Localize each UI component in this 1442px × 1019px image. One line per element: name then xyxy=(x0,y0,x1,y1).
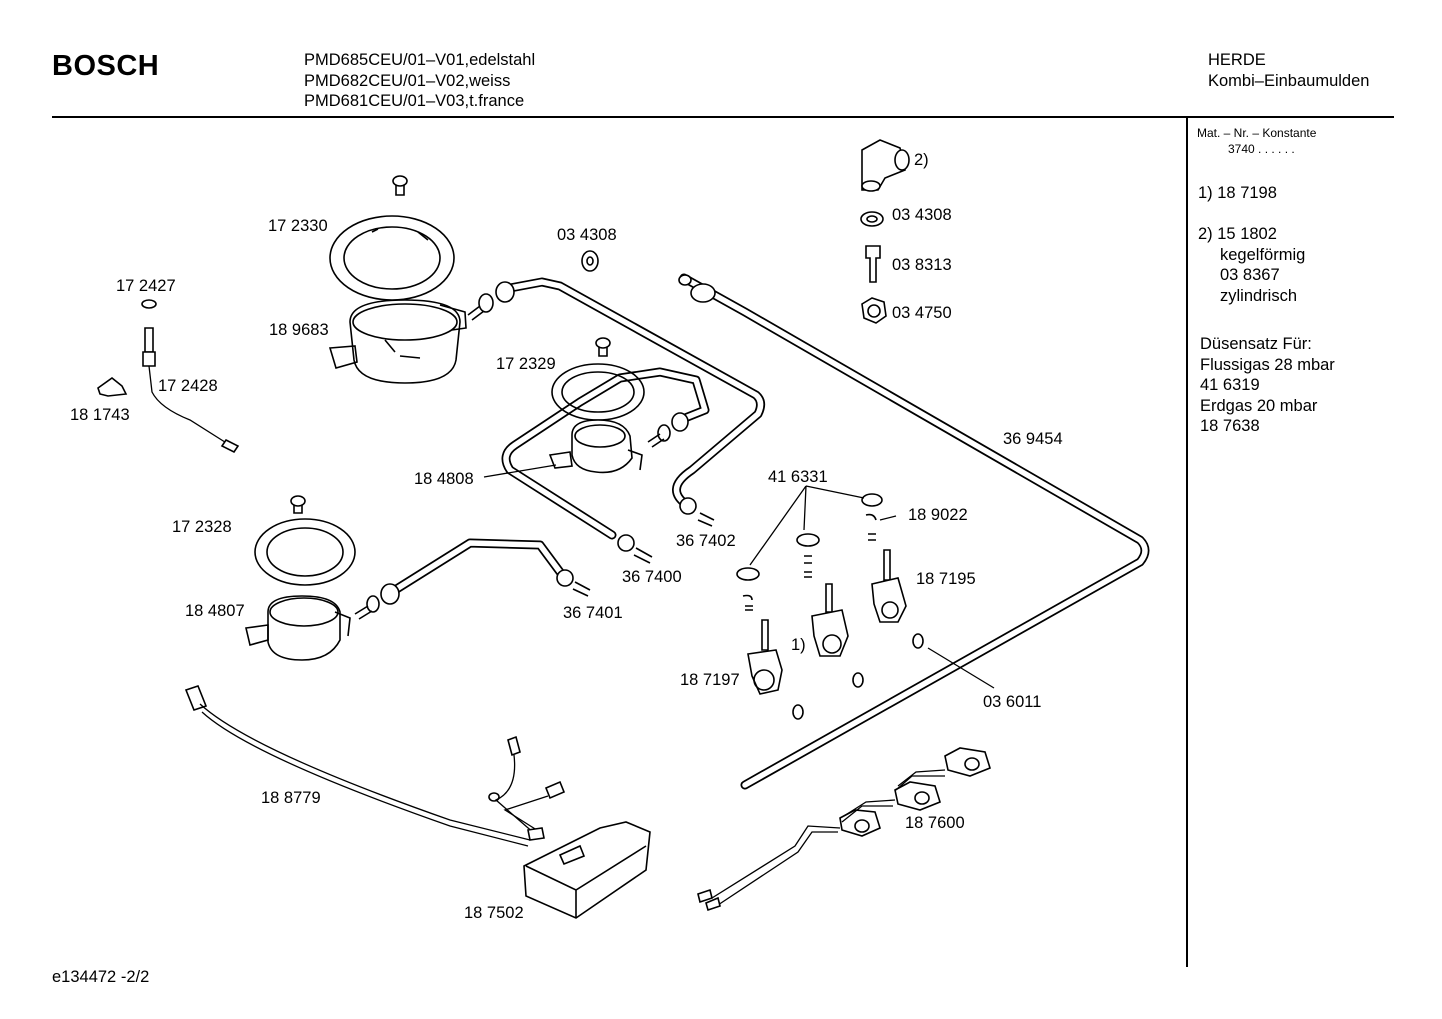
label-18-1743: 18 1743 xyxy=(70,406,130,424)
drawing-reference: e134472 -2/2 xyxy=(52,968,150,986)
label-36-7401: 36 7401 xyxy=(563,604,623,622)
gas-valve-middle xyxy=(796,533,849,657)
note-2-line: zylindrisch xyxy=(1220,286,1298,305)
burner-rear-left xyxy=(328,175,467,384)
ignition-electrode xyxy=(97,299,240,454)
nozzle-line: 18 7638 xyxy=(1200,417,1260,435)
gas-line-front-left xyxy=(467,277,766,527)
label-valve-1: 1) xyxy=(791,636,806,654)
label-03-4750: 03 4750 xyxy=(892,304,952,322)
gas-valve-left xyxy=(736,567,783,695)
label-18-7502: 18 7502 xyxy=(464,904,524,922)
note-2-line: 03 8367 xyxy=(1220,266,1280,284)
label-17-2330: 17 2330 xyxy=(268,217,328,235)
seal-ring-small xyxy=(581,250,599,272)
label-18-4807: 18 4807 xyxy=(185,602,245,620)
note-2-line: kegelförmig xyxy=(1220,245,1306,264)
product-category: HERDE Kombi–Einbaumulden xyxy=(1208,50,1369,91)
burner-middle xyxy=(548,337,645,474)
label-17-2427: 17 2427 xyxy=(116,277,176,295)
header-divider xyxy=(52,116,1394,118)
nozzle-line: 41 6319 xyxy=(1200,376,1260,394)
model-list: PMD685CEU/01–V01,edelstahl PMD682CEU/01–… xyxy=(304,50,535,112)
nozzle xyxy=(865,245,881,283)
label-18-9683: 18 9683 xyxy=(269,321,329,339)
nozzle-set-info: Düsensatz Für: Flussigas 28 mbar 41 6319… xyxy=(1200,334,1335,437)
sealing-ring xyxy=(860,211,884,227)
label-03-6011: 03 6011 xyxy=(983,693,1041,711)
label-03-4308-b: 03 4308 xyxy=(892,206,952,224)
label-17-2428: 17 2428 xyxy=(158,377,218,395)
label-18-9022: 18 9022 xyxy=(908,506,968,524)
label-36-7400: 36 7400 xyxy=(622,568,682,586)
sidebar-divider xyxy=(1186,117,1188,967)
gas-line-rear-left xyxy=(354,538,591,620)
model-line: PMD682CEU/01–V02,weiss xyxy=(304,71,511,90)
label-18-4808: 18 4808 xyxy=(414,470,474,488)
wiring-harness xyxy=(184,685,566,847)
label-03-8313: 03 8313 xyxy=(892,256,952,274)
label-fitting-2: 2) xyxy=(914,151,929,169)
mat-number-label: Mat. – Nr. – Konstante xyxy=(1197,126,1317,140)
ignition-switch-harness xyxy=(697,747,991,912)
category-line: Kombi–Einbaumulden xyxy=(1208,71,1370,90)
nozzle-line: Düsensatz Für: xyxy=(1200,335,1312,353)
category-line: HERDE xyxy=(1208,51,1266,69)
label-41-6331: 41 6331 xyxy=(768,468,828,486)
elbow-fitting xyxy=(861,139,910,192)
brand-logo: BOSCH xyxy=(52,50,160,82)
label-18-8779: 18 8779 xyxy=(261,789,321,807)
valve-seal-rings xyxy=(792,633,924,720)
label-18-7197: 18 7197 xyxy=(680,671,740,689)
mat-number-value: 3740 . . . . . . xyxy=(1228,142,1295,156)
spark-module xyxy=(523,821,651,919)
label-18-7195: 18 7195 xyxy=(916,570,976,588)
note-1: 1) 18 7198 xyxy=(1198,184,1277,202)
label-18-7600: 18 7600 xyxy=(905,814,965,832)
label-17-2329: 17 2329 xyxy=(496,355,556,373)
model-line: PMD681CEU/01–V03,t.france xyxy=(304,92,525,110)
nozzle-line: Erdgas 20 mbar xyxy=(1200,396,1318,415)
model-line: PMD685CEU/01–V01,edelstahl xyxy=(304,51,536,69)
label-17-2328: 17 2328 xyxy=(172,518,232,536)
exploded-parts-diagram: 17 2330 18 9683 17 2427 17 2428 18 1743 … xyxy=(70,139,1150,922)
note-2: 2) 15 1802 kegelförmig 03 8367 zylindris… xyxy=(1198,224,1305,306)
note-2-line: 2) 15 1802 xyxy=(1198,225,1277,243)
leader-lines xyxy=(483,464,995,689)
label-36-9454: 36 9454 xyxy=(1003,430,1063,448)
hex-nut xyxy=(861,297,887,324)
gas-line-middle xyxy=(501,367,710,564)
label-03-4308-a: 03 4308 xyxy=(557,226,617,244)
main-gas-pipe xyxy=(678,273,1150,790)
nozzle-line: Flussigas 28 mbar xyxy=(1200,355,1335,374)
label-36-7402: 36 7402 xyxy=(676,532,736,550)
burner-front-left xyxy=(245,495,356,661)
gas-valve-right xyxy=(861,493,907,623)
